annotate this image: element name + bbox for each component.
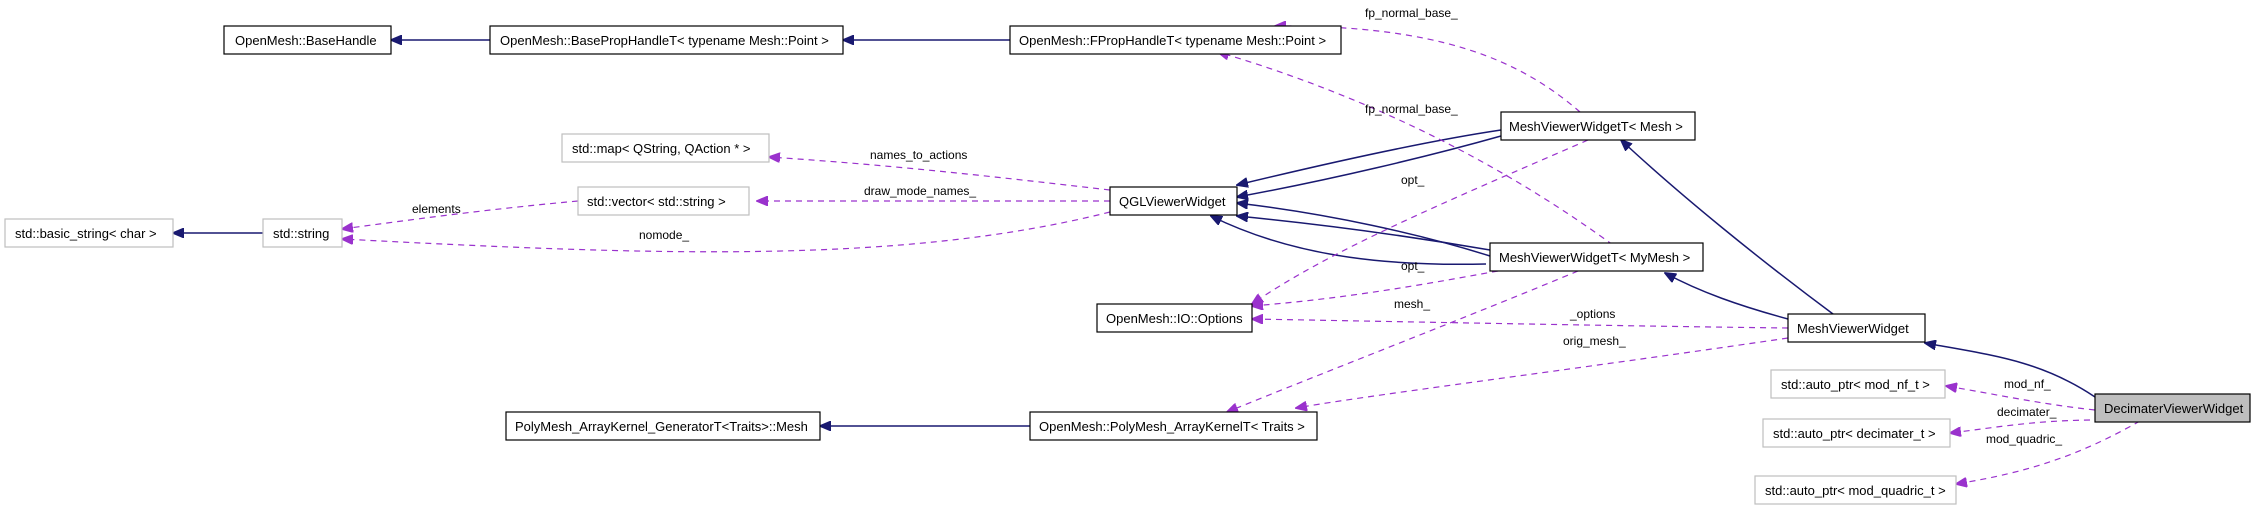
label-options: _options <box>1569 307 1615 321</box>
node-box <box>489 25 844 55</box>
label-decimater: decimater_ <box>1997 405 2057 419</box>
edge-opt-mid <box>1252 270 1499 306</box>
node-qgl-viewer[interactable]: QGLViewerWidget <box>1109 186 1238 216</box>
node-box <box>1489 242 1704 272</box>
node-label: MeshViewerWidgetT< MyMesh > <box>1499 250 1690 265</box>
edge-labels: fp_normal_base_ fp_normal_base_ names_to… <box>412 6 2062 446</box>
node-box <box>1500 111 1696 141</box>
node-box <box>223 25 392 55</box>
label-elements: elements <box>412 202 461 216</box>
node-label: std::auto_ptr< mod_quadric_t > <box>1765 483 1946 498</box>
edge-mesh-viewer-to-mesh-viewer-mesh <box>1621 140 1838 318</box>
label-mod-nf: mod_nf_ <box>2004 377 2051 391</box>
node-basic-string[interactable]: std::basic_string< char > <box>4 218 174 248</box>
node-mesh-viewer-mesh[interactable]: MeshViewerWidgetT< Mesh > <box>1500 111 1696 141</box>
node-label: QGLViewerWidget <box>1119 194 1226 209</box>
node-box <box>1787 313 1926 343</box>
edge-elements <box>342 200 579 229</box>
member-edges <box>342 26 2141 484</box>
edge-orig-mesh <box>1296 337 1789 408</box>
node-box <box>1096 303 1253 333</box>
node-label: OpenMesh::BaseHandle <box>235 33 377 48</box>
node-mesh-viewer-mymesh[interactable]: MeshViewerWidgetT< MyMesh > <box>1489 242 1704 272</box>
label-mesh: mesh_ <box>1394 297 1430 311</box>
node-box <box>1762 418 1951 448</box>
node-label: MeshViewerWidget <box>1797 321 1909 336</box>
edge-mesh-viewer-mymesh-to-qgl-3 <box>1211 216 1487 266</box>
node-label: std::map< QString, QAction * > <box>572 141 750 156</box>
node-label: std::string <box>273 226 329 241</box>
node-fprop-handle[interactable]: OpenMesh::FPropHandleT< typename Mesh::P… <box>1009 25 1342 55</box>
node-box <box>577 186 750 216</box>
node-base-prop-handle[interactable]: OpenMesh::BasePropHandleT< typename Mesh… <box>489 25 844 55</box>
node-io-options[interactable]: OpenMesh::IO::Options <box>1096 303 1253 333</box>
node-box <box>1029 411 1318 441</box>
edge-mod-quadric <box>1956 420 2141 484</box>
node-base-handle[interactable]: OpenMesh::BaseHandle <box>223 25 392 55</box>
edge-mesh-viewer-mesh-to-qgl-1 <box>1237 129 1502 185</box>
label-orig-mesh: orig_mesh_ <box>1563 334 1626 348</box>
node-label: OpenMesh::IO::Options <box>1106 311 1243 326</box>
node-map-qstring[interactable]: std::map< QString, QAction * > <box>561 133 770 163</box>
node-label: OpenMesh::BasePropHandleT< typename Mesh… <box>500 33 829 48</box>
edge-mesh-viewer-to-mesh-viewer-mymesh <box>1665 273 1789 320</box>
edge-decimater-to-mesh-viewer <box>1925 343 2096 398</box>
node-box <box>561 133 770 163</box>
edge-opt-top <box>1252 139 1589 304</box>
label-opt-mid: opt_ <box>1401 259 1425 273</box>
edge-names-to-actions <box>769 157 1111 191</box>
label-nomode: nomode_ <box>639 228 689 242</box>
edge-options <box>1252 319 1789 329</box>
edge-mesh-viewer-mesh-to-qgl-2 <box>1237 135 1502 197</box>
label-fp-normal-base-top: fp_normal_base_ <box>1365 6 1458 20</box>
edge-decimater <box>1950 419 2091 433</box>
node-label: MeshViewerWidgetT< Mesh > <box>1509 119 1683 134</box>
node-label: std::vector< std::string > <box>587 194 726 209</box>
node-label: OpenMesh::PolyMesh_ArrayKernelT< Traits … <box>1039 419 1305 434</box>
node-label: PolyMesh_ArrayKernel_GeneratorT<Traits>:… <box>515 419 808 434</box>
node-vector-string[interactable]: std::vector< std::string > <box>577 186 750 216</box>
node-box <box>1109 186 1238 216</box>
node-label: std::basic_string< char > <box>15 226 157 241</box>
edge-fp-normal-base-mid <box>1218 52 1614 246</box>
node-decimater-viewer[interactable]: DecimaterViewerWidget <box>2094 393 2251 423</box>
node-box <box>1770 369 1946 399</box>
diagram-nodes: OpenMesh::BaseHandle OpenMesh::BasePropH… <box>4 25 2251 505</box>
edge-mod-nf <box>1946 386 2096 411</box>
node-box <box>505 411 821 441</box>
node-label: OpenMesh::FPropHandleT< typename Mesh::P… <box>1019 33 1326 48</box>
node-auto-ptr-mod-quadric[interactable]: std::auto_ptr< mod_quadric_t > <box>1754 475 1957 505</box>
node-auto-ptr-mod-nf[interactable]: std::auto_ptr< mod_nf_t > <box>1770 369 1946 399</box>
node-mesh-viewer[interactable]: MeshViewerWidget <box>1787 313 1926 343</box>
node-label: DecimaterViewerWidget <box>2104 401 2244 416</box>
node-box <box>2094 393 2251 423</box>
label-opt-top: opt_ <box>1401 173 1425 187</box>
node-box <box>262 218 343 248</box>
node-auto-ptr-decimater[interactable]: std::auto_ptr< decimater_t > <box>1762 418 1951 448</box>
label-names-to-actions: names_to_actions <box>870 148 967 162</box>
inheritance-edges <box>173 40 2096 426</box>
label-fp-normal-base-mid: fp_normal_base_ <box>1365 102 1458 116</box>
node-label: std::auto_ptr< mod_nf_t > <box>1781 377 1930 392</box>
edge-mesh-viewer-mymesh-to-qgl-1 <box>1237 203 1491 257</box>
node-box <box>1009 25 1342 55</box>
node-polymesh-kernel[interactable]: OpenMesh::PolyMesh_ArrayKernelT< Traits … <box>1029 411 1318 441</box>
node-std-string[interactable]: std::string <box>262 218 343 248</box>
node-polymesh-generator[interactable]: PolyMesh_ArrayKernel_GeneratorT<Traits>:… <box>505 411 821 441</box>
edge-mesh-viewer-mymesh-to-qgl-2 <box>1237 216 1491 251</box>
label-draw-mode-names: draw_mode_names_ <box>864 184 976 198</box>
edge-nomode <box>342 211 1111 253</box>
node-box <box>1754 475 1957 505</box>
node-label: std::auto_ptr< decimater_t > <box>1773 426 1936 441</box>
edge-mesh <box>1227 270 1579 412</box>
label-mod-quadric: mod_quadric_ <box>1986 432 2062 446</box>
node-box <box>4 218 174 248</box>
